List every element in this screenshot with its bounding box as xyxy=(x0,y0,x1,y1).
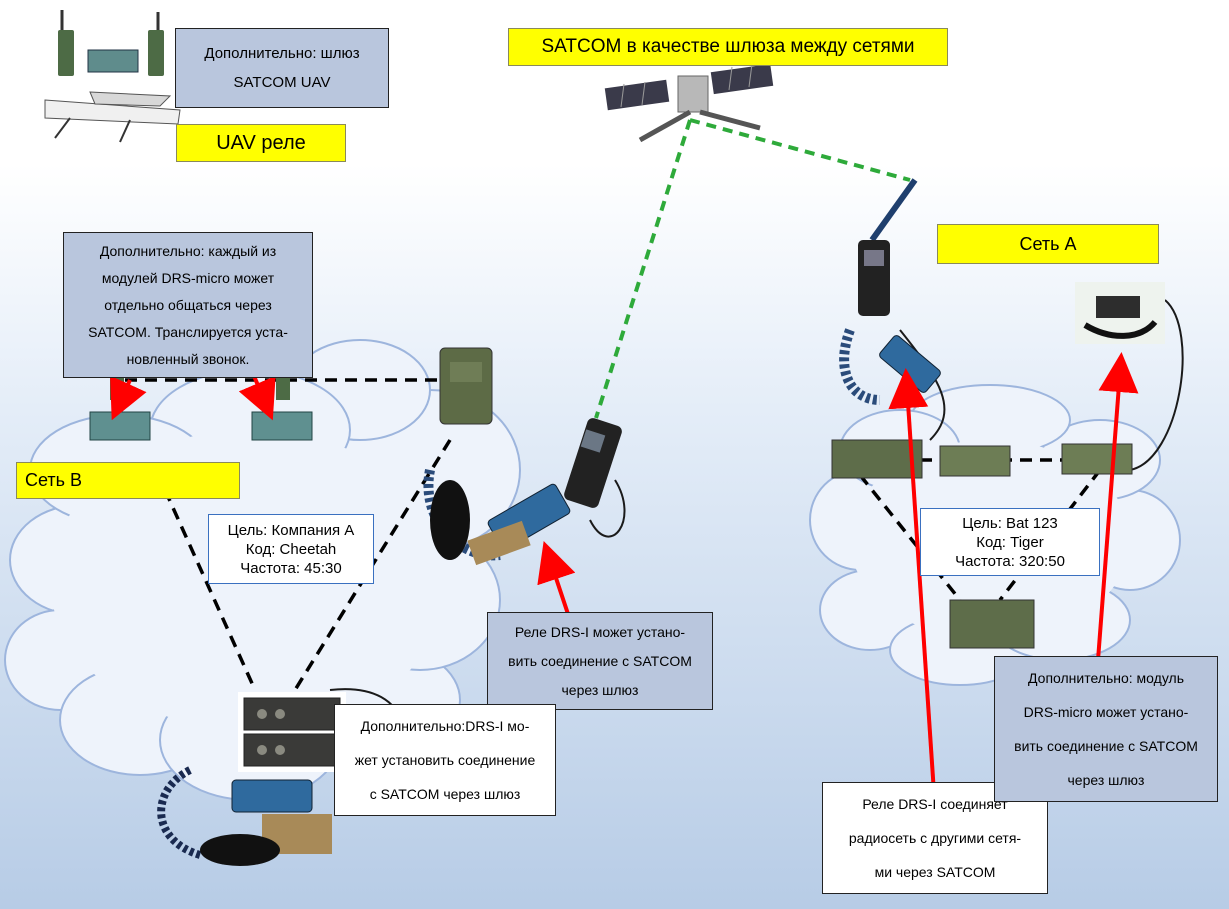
satellite-phone-icon xyxy=(564,418,622,508)
satellite-phone-icon-net-a xyxy=(858,178,918,316)
satcom-title-label: SATCOM в качестве шлюза между сетями xyxy=(508,28,948,66)
target-line: Цель: Компания А xyxy=(227,521,355,539)
drs-relay-icon-bottom xyxy=(157,766,332,866)
uav-relay-label: UAV реле xyxy=(176,124,346,162)
drs-micro-each-line: модулей DRS-micro может xyxy=(101,269,275,286)
drs-optional-bottom-line: с SATCOM через шлюз xyxy=(369,786,521,802)
network-b-label: Сеть В xyxy=(16,462,240,499)
drs-micro-each-line: Дополнительно: каждый из xyxy=(99,242,277,259)
drs-relay-center-note: Реле DRS-I может устано- вить соединение… xyxy=(487,612,713,710)
drs-optional-bottom-line: Дополнительно:DRS-I мо- xyxy=(360,718,530,734)
drs-micro-right-line: вить соединение с SATCOM xyxy=(1014,738,1198,754)
drs-relay-center-line: вить соединение с SATCOM xyxy=(508,652,692,669)
drs-micro-right-line: через шлюз xyxy=(1067,772,1145,788)
drs-micro-right-line: Дополнительно: модуль xyxy=(1028,670,1184,686)
uav-drone-icon xyxy=(44,91,181,143)
satcom-links xyxy=(594,118,911,419)
drs-relay-right-note: Реле DRS-I соединяет радиосеть с другими… xyxy=(822,782,1048,894)
uav-gateway-note: Дополнительно: шлюз SATCOM UAV xyxy=(175,28,389,108)
radio-rack-icon xyxy=(238,692,346,772)
target-line: Код: Cheetah xyxy=(245,540,337,558)
backpack-radio-icon xyxy=(439,347,493,425)
handheld-radio-icon xyxy=(58,10,164,76)
uav-gateway-line: SATCOM UAV xyxy=(233,74,331,91)
network-a-label: Сеть А xyxy=(937,224,1159,264)
drs-relay-icon-net-a xyxy=(839,328,941,405)
drs-relay-center-line: через шлюз xyxy=(561,681,639,698)
drs-optional-bottom-line: жет установить соединение xyxy=(354,752,536,768)
radio-net-a-icons xyxy=(831,439,1133,649)
target-line: Код: Tiger xyxy=(976,533,1044,551)
uav-gateway-line: Дополнительно: шлюз xyxy=(204,45,360,62)
drs-relay-right-line: ми через SATCOM xyxy=(874,864,996,880)
drs-relay-right-line: радиосеть с другими сетя- xyxy=(848,830,1022,846)
drs-micro-each-note: Дополнительно: каждый из модулей DRS-mic… xyxy=(63,232,313,378)
target-line: Частота: 320:50 xyxy=(955,552,1065,570)
drs-micro-each-line: новленный звонок. xyxy=(126,350,250,367)
drs-relay-center-line: Реле DRS-I может устано- xyxy=(514,623,686,640)
target-info-net-a: Цель: Bat 123 Код: Tiger Частота: 320:50 xyxy=(920,508,1100,576)
drs-relay-right-line: Реле DRS-I соединяет xyxy=(862,796,1008,812)
drs-micro-each-line: отдельно общаться через xyxy=(104,296,272,313)
drs-micro-photo xyxy=(1075,282,1165,344)
target-line: Частота: 45:30 xyxy=(240,559,342,577)
drs-micro-right-line: DRS-micro может устано- xyxy=(1023,704,1189,720)
drs-micro-each-line: SATCOM. Транслируется уста- xyxy=(88,323,288,340)
drs-relay-icon xyxy=(423,469,571,566)
drs-micro-right-note: Дополнительно: модуль DRS-micro может ус… xyxy=(994,656,1218,802)
target-info-net-b: Цель: Компания А Код: Cheetah Частота: 4… xyxy=(208,514,374,584)
satellite-icon xyxy=(604,63,774,143)
target-line: Цель: Bat 123 xyxy=(962,514,1058,532)
drs-optional-bottom-note: Дополнительно:DRS-I мо- жет установить с… xyxy=(334,704,556,816)
